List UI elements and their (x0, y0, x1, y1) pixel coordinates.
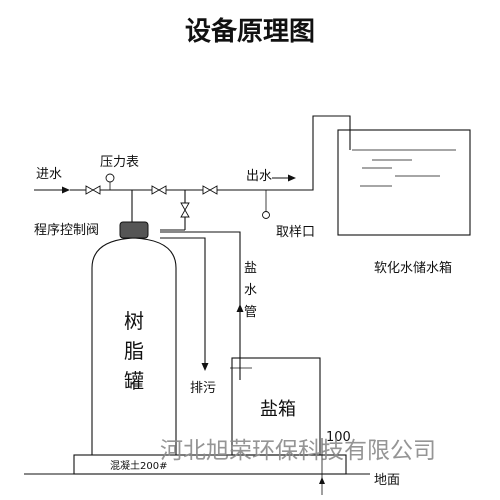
storage-tank-label: 软化水储水箱 (374, 260, 452, 276)
drain-pipe (160, 237, 206, 365)
resin-tank (91, 237, 177, 455)
softened-water-storage-tank (337, 129, 471, 236)
brine-pipe (160, 231, 241, 380)
ground-label: 地面 (374, 473, 400, 488)
brine-pipe-label-3: 管 (244, 305, 257, 320)
drain-arrow-head (201, 363, 209, 371)
brine-tank-label: 盐箱 (260, 399, 296, 420)
concrete-base-label: 混凝土200# (110, 459, 167, 472)
sample-port-label: 取样口 (276, 225, 315, 240)
dimension-label: 100 (326, 430, 351, 445)
resin-tank-label-3: 罐 (124, 369, 144, 393)
outlet-pipe-to-tank (288, 115, 351, 191)
inlet-arrow-head (62, 186, 70, 194)
company-watermark: 河北旭荣环保科技有限公司 (160, 438, 436, 464)
brine-pipe-arrow (236, 304, 244, 312)
program-control-valve (119, 221, 149, 239)
sample-port-icon (262, 211, 270, 219)
bypass-valve (180, 202, 190, 218)
outlet-label: 出水 (246, 169, 272, 184)
gauge-valve (151, 185, 167, 195)
resin-tank-label-2: 脂 (124, 339, 144, 363)
control-valve-label: 程序控制阀 (34, 223, 99, 238)
inlet-label: 进水 (36, 167, 62, 182)
outlet-valve (202, 185, 218, 195)
brine-pipe-label-1: 盐 (244, 261, 257, 276)
pressure-gauge-icon (105, 173, 115, 183)
outlet-arrow-head (288, 174, 296, 182)
pressure-gauge-label: 压力表 (100, 155, 139, 170)
dimension-arrow (319, 477, 325, 484)
brine-pipe-label-2: 水 (244, 283, 257, 298)
drain-label: 排污 (190, 381, 216, 396)
resin-tank-label-1: 树 (124, 309, 144, 333)
diagram-title: 设备原理图 (185, 17, 315, 47)
inlet-valve (85, 185, 101, 195)
